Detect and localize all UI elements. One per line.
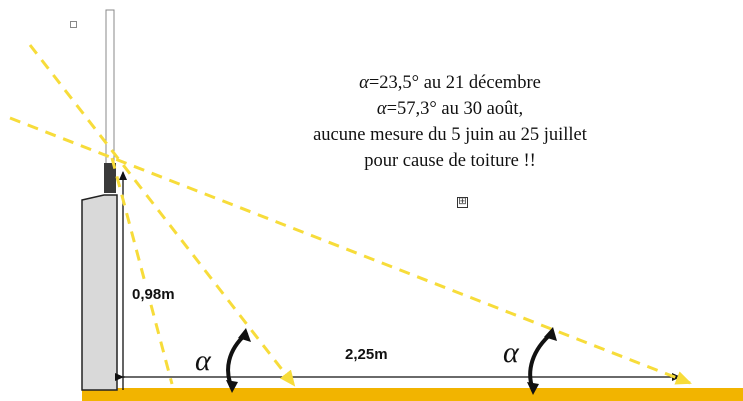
grey-post (81, 194, 118, 391)
height-label: 0,98m (132, 286, 175, 303)
angle-arc-left-head (238, 328, 251, 342)
angle-arc-right-tail (527, 382, 539, 395)
alpha-symbol: α (359, 73, 369, 93)
caption-line-2: α=57,3° au 30 août, (215, 96, 685, 122)
move-handle-icon[interactable]: ⊞ (457, 196, 468, 208)
angle-arc-right-head (544, 327, 557, 341)
caption-line-2-text: =57,3° au 30 août, (386, 99, 524, 119)
sun-ray-high-angle-to-mid-point (28, 44, 296, 387)
angle-arc-left-tail (226, 380, 238, 393)
selection-handle[interactable] (70, 21, 77, 28)
sun-rays (9, 44, 692, 387)
caption-line-3: aucune mesure du 5 juin au 25 juillet (313, 125, 587, 145)
sun-ray-steep-to-near-point (110, 157, 174, 385)
caption-line-4: pour cause de toiture !! (364, 151, 536, 171)
vertical-pole (105, 9, 115, 169)
sun-ray-low-angle-to-far-point (9, 116, 692, 385)
caption-line-1-text: =23,5° au 21 décembre (368, 73, 541, 93)
caption-line-1: α=23,5° au 21 décembre (215, 70, 685, 96)
angle-label-left: α (195, 344, 211, 377)
angle-label-right: α (503, 336, 519, 369)
alpha-symbol: α (376, 99, 387, 119)
angle-arc-left (226, 332, 248, 390)
angle-arc-right (528, 331, 554, 392)
caption-block: α=23,5° au 21 décembre α=57,3° au 30 aoû… (215, 70, 685, 174)
sensor-block (104, 163, 116, 193)
distance-label: 2,25m (345, 346, 388, 363)
ground-strip (82, 388, 743, 401)
